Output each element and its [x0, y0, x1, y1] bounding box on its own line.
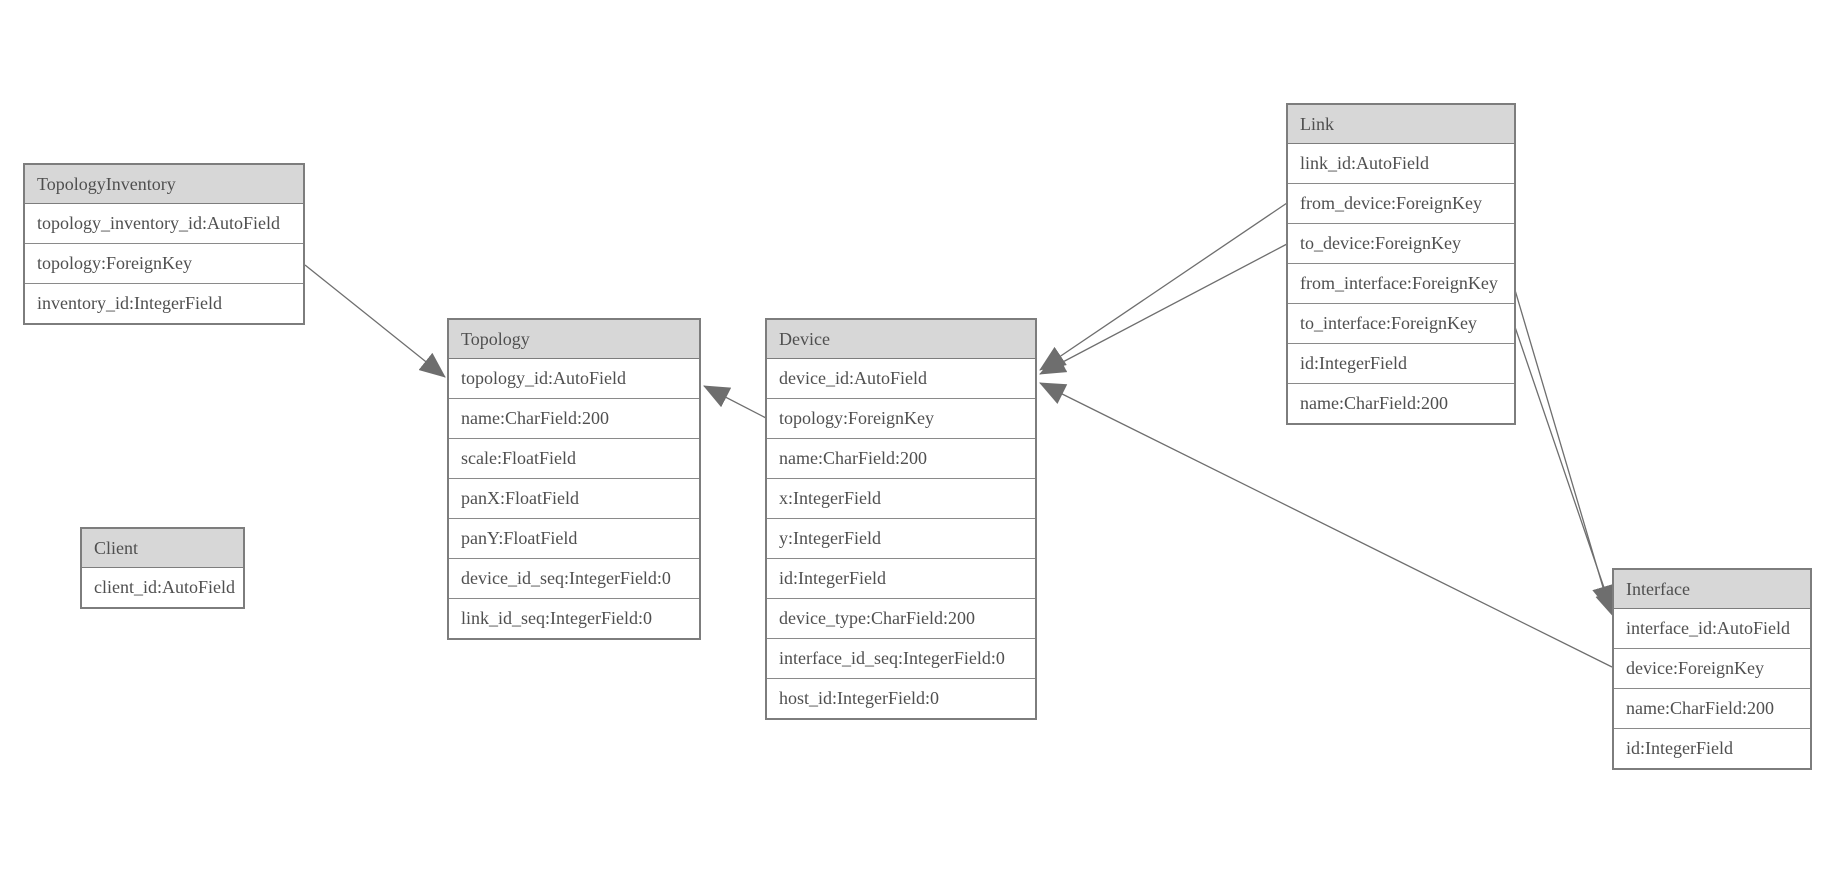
- edge-link-to-device-to-device: [1039, 243, 1288, 375]
- entity-field-row: device_id:AutoField: [767, 359, 1035, 398]
- entity-field-row: device_type:CharField:200: [767, 598, 1035, 638]
- entity-field-row: panX:FloatField: [449, 478, 699, 518]
- entity-field-row: y:IntegerField: [767, 518, 1035, 558]
- entity-header: Topology: [449, 320, 699, 359]
- entity-header: Device: [767, 320, 1035, 359]
- entity-field-row: scale:FloatField: [449, 438, 699, 478]
- entity-field-row: name:CharField:200: [1614, 688, 1810, 728]
- entity-client: Client client_id:AutoField: [80, 527, 245, 609]
- entity-field-row: to_interface:ForeignKey: [1288, 303, 1514, 343]
- entity-field-row: name:CharField:200: [767, 438, 1035, 478]
- entity-field-row: id:IntegerField: [767, 558, 1035, 598]
- entity-topology: Topology topology_id:AutoField name:Char…: [447, 318, 701, 640]
- entity-field-row: link_id:AutoField: [1288, 144, 1514, 183]
- entity-link: Link link_id:AutoField from_device:Forei…: [1286, 103, 1516, 425]
- edge-topologyinventory-to-topology: [304, 264, 446, 378]
- entity-field-row: interface_id_seq:IntegerField:0: [767, 638, 1035, 678]
- entity-field-row: from_interface:ForeignKey: [1288, 263, 1514, 303]
- entity-field-row: name:CharField:200: [449, 398, 699, 438]
- entity-field-row: id:IntegerField: [1614, 728, 1810, 768]
- entity-field-row: device:ForeignKey: [1614, 648, 1810, 688]
- entity-field-row: id:IntegerField: [1288, 343, 1514, 383]
- entity-field-row: from_device:ForeignKey: [1288, 183, 1514, 223]
- entity-field-row: to_device:ForeignKey: [1288, 223, 1514, 263]
- entity-header: Link: [1288, 105, 1514, 144]
- edge-link-from-device-to-device: [1039, 202, 1288, 371]
- entity-field-row: name:CharField:200: [1288, 383, 1514, 423]
- entity-field-row: device_id_seq:IntegerField:0: [449, 558, 699, 598]
- entity-header: TopologyInventory: [25, 165, 303, 204]
- edge-device-to-topology: [703, 385, 767, 419]
- entity-field-row: topology_id:AutoField: [449, 359, 699, 398]
- entity-field-row: link_id_seq:IntegerField:0: [449, 598, 699, 638]
- entity-device: Device device_id:AutoField topology:Fore…: [765, 318, 1037, 720]
- entity-topologyinventory: TopologyInventory topology_inventory_id:…: [23, 163, 305, 325]
- entity-field-row: topology_inventory_id:AutoField: [25, 204, 303, 243]
- entity-field-row: client_id:AutoField: [82, 568, 243, 607]
- entity-field-row: host_id:IntegerField:0: [767, 678, 1035, 718]
- entity-interface: Interface interface_id:AutoField device:…: [1612, 568, 1812, 770]
- entity-field-row: inventory_id:IntegerField: [25, 283, 303, 323]
- entity-header: Interface: [1614, 570, 1810, 609]
- entity-field-row: x:IntegerField: [767, 478, 1035, 518]
- entity-header: Client: [82, 529, 243, 568]
- entity-field-row: topology:ForeignKey: [25, 243, 303, 283]
- edge-interface-to-device: [1039, 382, 1613, 668]
- entity-field-row: panY:FloatField: [449, 518, 699, 558]
- edge-link-to-interface-to-interface: [1514, 326, 1617, 618]
- entity-field-row: interface_id:AutoField: [1614, 609, 1810, 648]
- entity-field-row: topology:ForeignKey: [767, 398, 1035, 438]
